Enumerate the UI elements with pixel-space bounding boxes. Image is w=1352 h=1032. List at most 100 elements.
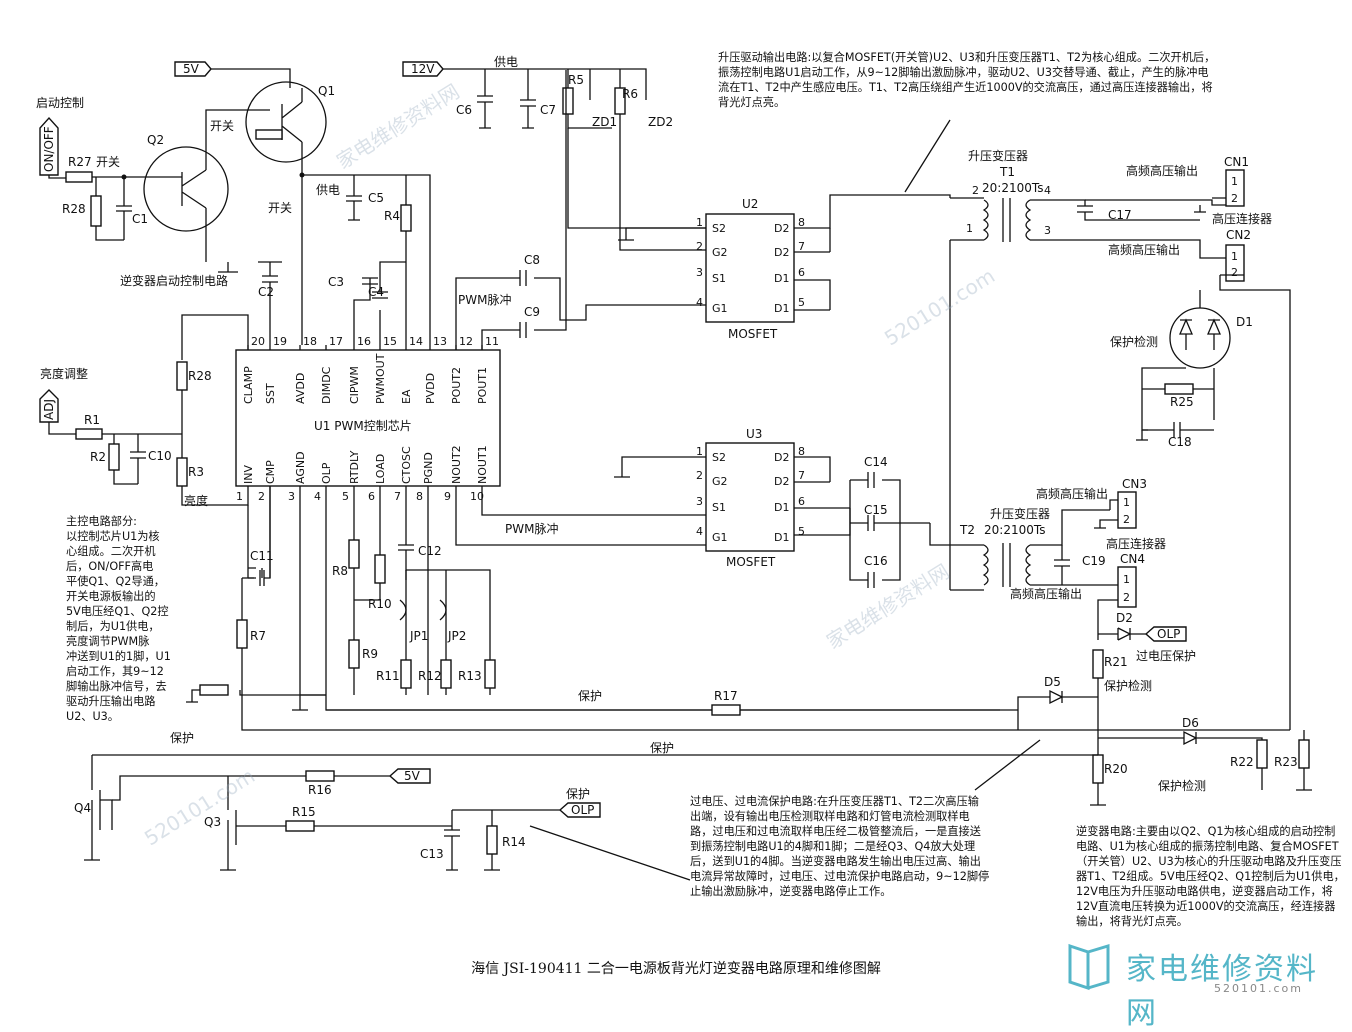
svg-text:C8: C8 [524, 253, 540, 267]
svg-text:R28: R28 [62, 202, 86, 216]
svg-text:CN1: CN1 [1224, 155, 1249, 169]
cn3-hv-conn-label: 高压连接器 [1106, 536, 1166, 551]
r5 [562, 87, 574, 115]
mosfet-pin-name: D1 [774, 302, 789, 315]
u1-pin-name: PGND [422, 452, 435, 484]
svg-text:R3: R3 [188, 465, 204, 479]
svg-text:JP1: JP1 [409, 629, 428, 643]
mosfet-pin-name: D1 [774, 272, 789, 285]
r16 [305, 770, 335, 782]
svg-text:开关: 开关 [96, 155, 120, 169]
svg-text:C3: C3 [328, 275, 344, 289]
book-icon [1068, 943, 1110, 991]
u1-pin-name: NOUT2 [450, 445, 463, 484]
u1-pin-num: 1 [236, 490, 243, 503]
brightness-adj-label: 亮度调整 [40, 366, 88, 381]
on-off-input: ON/OFF [39, 116, 59, 176]
mosfet-pin-name: D1 [774, 531, 789, 544]
cn2-connector [1225, 244, 1245, 282]
u3-mosfet [705, 442, 795, 552]
mosfet-pin-name: G2 [712, 475, 728, 488]
u1-pin-name: POUT2 [450, 367, 463, 404]
svg-text:R2: R2 [90, 450, 106, 464]
start-control-label: 启动控制 [36, 96, 84, 110]
svg-text:OLP: OLP [571, 803, 594, 817]
mosfet-pin-num: 6 [798, 266, 805, 279]
svg-text:R8: R8 [332, 564, 348, 578]
mosfet-pin-num: 8 [798, 445, 805, 458]
r20 [1092, 649, 1104, 679]
svg-text:CN2: CN2 [1226, 228, 1251, 242]
q3-transistor: Q3 [204, 776, 286, 845]
u1-pin-name: DIMDC [320, 366, 333, 404]
r7 [236, 619, 248, 649]
svg-text:C18: C18 [1168, 435, 1192, 449]
protect-detect-r20: 保护检测 [1104, 678, 1152, 693]
svg-text:1: 1 [1231, 175, 1238, 188]
protect-note: 过电压、过电流保护电路:在升压变压器T1、T2二次高压输出端，设有输出电压检测取… [690, 795, 990, 898]
u1-pin-num: 10 [470, 490, 484, 503]
svg-text:2: 2 [1231, 266, 1238, 279]
mosfet-pin-num: 8 [798, 216, 805, 229]
svg-text:1: 1 [1123, 573, 1130, 586]
cn1-connector [1225, 169, 1245, 207]
svg-text:2: 2 [1231, 192, 1238, 205]
svg-text:R28: R28 [188, 369, 212, 383]
protect-label-left: 保护 [170, 731, 194, 745]
inverter-start-label: 逆变器启动控制电路 [120, 273, 228, 288]
svg-text:ZD2: ZD2 [648, 115, 673, 129]
u1-pwm-chip [235, 349, 501, 487]
r26 [176, 361, 188, 391]
svg-text:Q2: Q2 [147, 133, 164, 147]
inverter-note: 逆变器电路:主要由以Q2、Q1为核心组成的启动控制电路、U1为核心组成的振荡控制… [1076, 825, 1345, 928]
r10 [374, 554, 386, 584]
svg-text:ON/OFF: ON/OFF [42, 126, 56, 172]
svg-text:C9: C9 [524, 305, 540, 319]
svg-text:R9: R9 [362, 647, 378, 661]
svg-text:ADJ: ADJ [42, 399, 56, 420]
svg-text:5V: 5V [404, 769, 421, 783]
5v-rail: 5V [174, 61, 212, 77]
u1-pin-num: 6 [368, 490, 375, 503]
r14 [486, 825, 498, 855]
r19 [1092, 754, 1104, 784]
svg-text:4: 4 [1044, 184, 1051, 197]
mosfet-pin-name: S1 [712, 501, 726, 514]
svg-text:C4: C4 [368, 285, 384, 299]
svg-text:R11: R11 [376, 669, 400, 683]
r1 [75, 428, 103, 440]
svg-text:供电: 供电 [494, 55, 518, 69]
svg-text:MOSFET: MOSFET [726, 555, 776, 569]
u1-pin-name: POUT1 [476, 367, 489, 404]
svg-text:3: 3 [1044, 224, 1051, 237]
r25 [65, 171, 93, 183]
svg-text:R17: R17 [714, 689, 738, 703]
svg-text:C17: C17 [1108, 208, 1132, 222]
q2-transistor: Q2 [143, 133, 229, 262]
svg-text:CN4: CN4 [1120, 552, 1145, 566]
hv-out-cn2: 高频高压输出 [1108, 242, 1180, 257]
cn1-hv-conn-label: 高压连接器 [1212, 211, 1272, 226]
adj-input: ADJ [39, 389, 59, 423]
svg-text:C16: C16 [864, 554, 888, 568]
mosfet-pin-name: S2 [712, 451, 726, 464]
svg-text:R16: R16 [308, 783, 332, 797]
svg-text:C6: C6 [456, 103, 472, 117]
svg-text:D1: D1 [1236, 315, 1253, 329]
mosfet-pin-name: G2 [712, 246, 728, 259]
svg-text:20:2100Ts: 20:2100Ts [982, 181, 1043, 195]
svg-text:开关: 开关 [268, 201, 292, 215]
svg-text:D6: D6 [1182, 716, 1199, 730]
u1-label: U1 PWM控制芯片 [314, 419, 412, 433]
mosfet-pin-num: 1 [696, 445, 703, 458]
q4-transistor: Q4 [74, 755, 113, 830]
r11 [400, 659, 412, 689]
mosfet-pin-name: G1 [712, 302, 728, 315]
u1-pin-name: CTOSC [400, 446, 413, 484]
svg-text:CN3: CN3 [1122, 477, 1147, 491]
r21 [1256, 739, 1268, 769]
u1-pin-name: CMP [264, 460, 277, 484]
mosfet-pin-name: D2 [774, 451, 789, 464]
r9 [348, 639, 360, 669]
svg-text:Q4: Q4 [74, 801, 91, 815]
